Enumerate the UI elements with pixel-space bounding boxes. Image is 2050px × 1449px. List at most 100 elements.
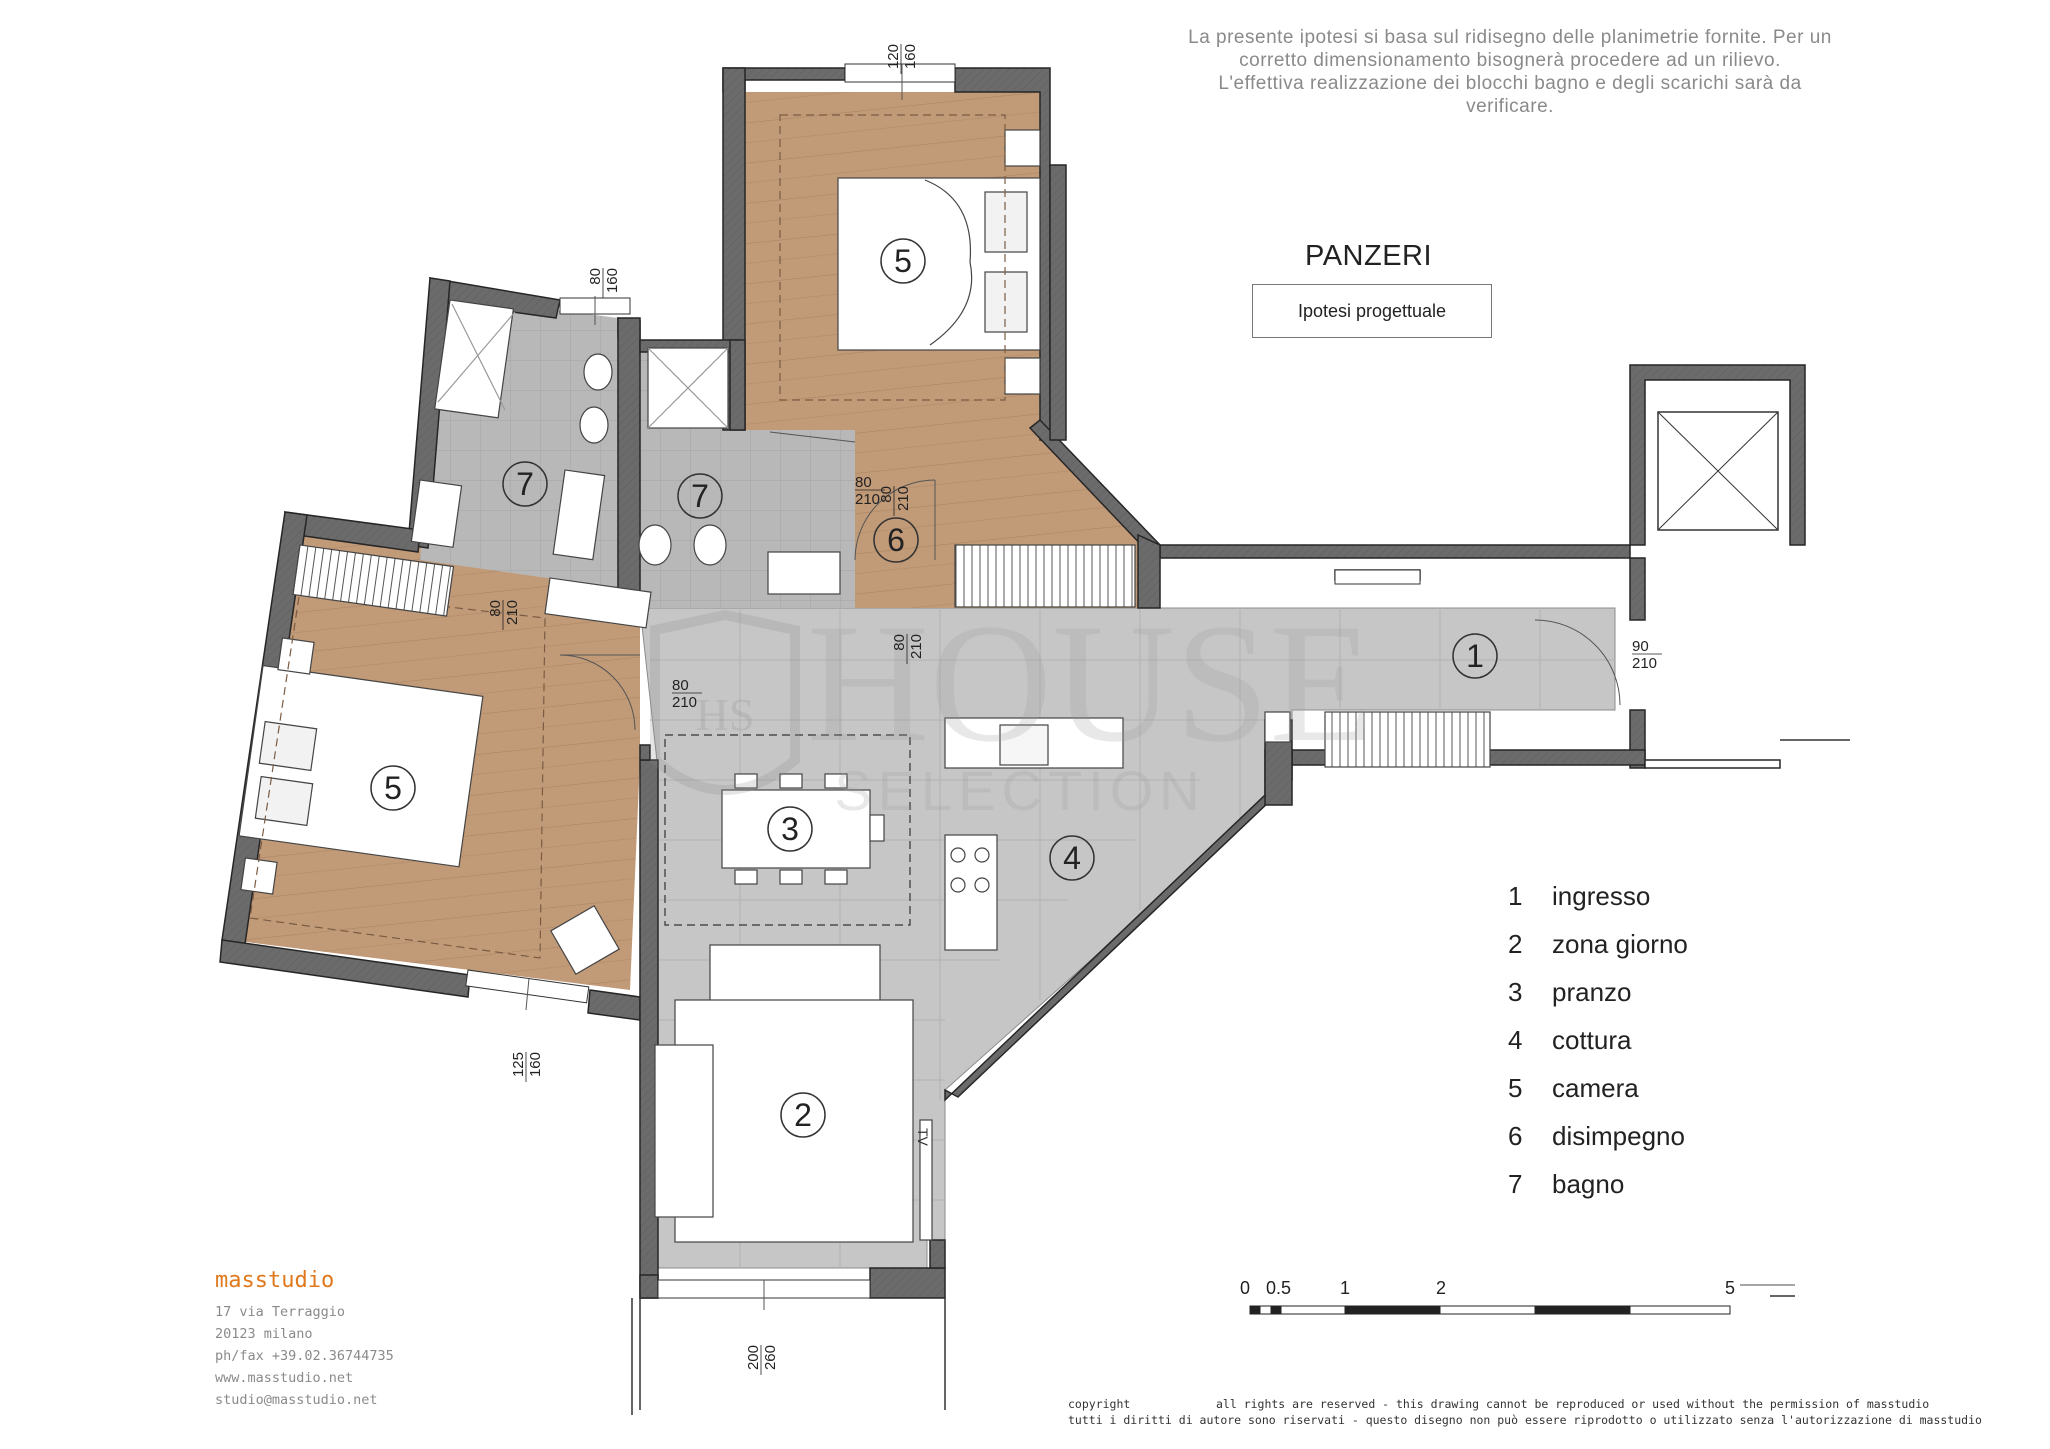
legend-number: 6 xyxy=(1508,1120,1523,1151)
note-line: verificare. xyxy=(1466,96,1554,117)
door-swings xyxy=(559,431,1621,731)
legend-number: 1 xyxy=(1508,880,1523,911)
legend-number: 7 xyxy=(1508,1168,1523,1199)
copyright-line-en: all rights are reserved - this drawing c… xyxy=(1216,1397,1930,1411)
opening-height: 210 xyxy=(908,634,925,659)
studio-block: masstudio 17 via Terraggio 20123 milano … xyxy=(215,1268,394,1411)
legend-label: pranzo xyxy=(1552,976,1632,1007)
legend-number: 5 xyxy=(1508,1072,1523,1103)
opening-width: 80 xyxy=(587,268,604,285)
furniture xyxy=(238,114,1491,1243)
copyright-line-it: tutti i diritti di autore sono riservati… xyxy=(1068,1413,1982,1427)
room-marker-circle xyxy=(880,238,926,284)
studio-name: masstudio xyxy=(215,1268,335,1293)
studio-address: 17 via Terraggio xyxy=(215,1304,346,1320)
studio-city: 20123 milano xyxy=(215,1326,313,1342)
opening-width: 200 xyxy=(745,1345,762,1370)
legend-number: 3 xyxy=(1508,976,1523,1007)
room-marker-number: 7 xyxy=(691,478,709,514)
room-marker-circle xyxy=(780,1092,826,1138)
opening-height: 210 xyxy=(504,600,521,625)
scale-label: 0.5 xyxy=(1266,1278,1292,1298)
studio-phone: ph/fax +39.02.36744735 xyxy=(215,1348,394,1364)
studio-email: studio@masstudio.net xyxy=(215,1392,378,1408)
legend-label: ingresso xyxy=(1552,880,1651,911)
scale-bar xyxy=(1249,1305,1731,1315)
watermark-monogram: HS xyxy=(696,689,755,740)
opening-height: 160 xyxy=(902,44,919,69)
room-marker-circle xyxy=(1452,633,1498,679)
legend-label: camera xyxy=(1552,1072,1639,1103)
opening-width: 80 xyxy=(891,634,908,651)
legend-item: 1 ingresso xyxy=(1508,872,1688,920)
windows xyxy=(465,63,1421,1299)
room-marker-number: 6 xyxy=(887,522,905,558)
opening-height: 210 xyxy=(1632,655,1657,672)
room-marker-number: 7 xyxy=(516,466,534,502)
project-title: PANZERI xyxy=(1305,240,1433,272)
opening-width: 80 xyxy=(878,486,895,503)
scale-labels: 0 0.5 1 2 5 xyxy=(1240,1278,1740,1300)
copyright-word: copyright xyxy=(1068,1397,1131,1411)
balcony xyxy=(631,739,1850,1415)
room-marker-number: 5 xyxy=(384,770,402,806)
opening-width: 80 xyxy=(672,677,689,694)
legend-number: 4 xyxy=(1508,1024,1523,1055)
opening-width: 125 xyxy=(510,1052,527,1077)
studio-website: www.masstudio.net xyxy=(215,1370,354,1386)
legend-item: 7 bagno xyxy=(1508,1160,1688,1208)
legend-item: 3 pranzo xyxy=(1508,968,1688,1016)
legend-label: zona giorno xyxy=(1552,928,1688,959)
project-subtitle: Ipotesi progettuale xyxy=(1252,284,1492,338)
opening-width: 80 xyxy=(855,474,872,491)
opening-width: 80 xyxy=(487,600,504,617)
room-marker-number: 5 xyxy=(894,243,912,279)
note-line: La presente ipotesi si basa sul ridisegn… xyxy=(1188,27,1832,48)
opening-width: 90 xyxy=(1632,638,1649,655)
watermark-word: HOUSE xyxy=(807,589,1374,777)
disclaimer-note: La presente ipotesi si basa sul ridisegn… xyxy=(1180,26,1840,118)
opening-height: 160 xyxy=(527,1052,544,1077)
opening-height: 210 xyxy=(855,491,880,508)
room-marker-circle xyxy=(370,765,416,811)
room-marker-circle xyxy=(767,806,813,852)
legend-label: bagno xyxy=(1552,1168,1625,1199)
legend-item: 4 cottura xyxy=(1508,1016,1688,1064)
opening-height: 210 xyxy=(672,694,697,711)
room-marker-number: 4 xyxy=(1063,840,1081,876)
opening-height: 260 xyxy=(762,1345,779,1370)
opening-height: 210 xyxy=(895,486,912,511)
watermark: HS HOUSE SELECTION xyxy=(650,589,1374,822)
legend-item: 2 zona giorno xyxy=(1508,920,1688,968)
room-markers: 1 2 3 4 5 5 6 7 7 xyxy=(370,238,1498,1138)
room-marker-circle xyxy=(502,461,548,507)
note-line: L'effettiva realizzazione dei blocchi ba… xyxy=(1218,73,1802,94)
legend-item: 6 disimpegno xyxy=(1508,1112,1688,1160)
legend-label: disimpegno xyxy=(1552,1120,1685,1151)
room-marker-circle xyxy=(677,473,723,519)
legend-label: cottura xyxy=(1552,1024,1632,1055)
room-marker-circle xyxy=(873,517,919,563)
legend-item: 5 camera xyxy=(1508,1064,1688,1112)
tv-label: TV xyxy=(915,1128,931,1147)
scale-label: 5 xyxy=(1725,1278,1736,1298)
opening-height: 160 xyxy=(604,268,621,293)
room-marker-number: 2 xyxy=(794,1097,812,1133)
room-marker-circle xyxy=(1049,835,1095,881)
legend-number: 2 xyxy=(1508,928,1523,959)
elevator-shaft xyxy=(1657,411,1779,531)
note-line: corretto dimensionamento bisognerà proce… xyxy=(1239,50,1781,71)
scale-label: 0 xyxy=(1240,1278,1251,1298)
copyright-block: copyright all rights are reserved - this … xyxy=(1068,1396,1982,1428)
room-marker-number: 1 xyxy=(1466,638,1484,674)
room-marker-number: 3 xyxy=(781,811,799,847)
